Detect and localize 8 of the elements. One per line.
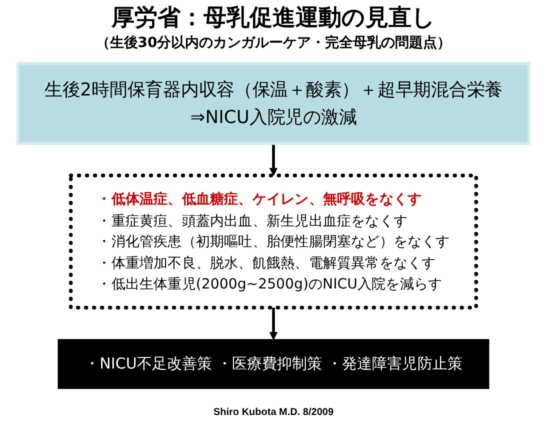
title: 厚労省：母乳促進運動の見直し	[112, 4, 436, 32]
author-credit: Shiro Kubota M.D. 8/2009	[213, 407, 334, 418]
node-box: ・NICU不足改善策 ・医療費抑制策 ・発達障害児防止策	[58, 339, 490, 389]
node-box: 生後2時間保育器内収容（保温＋酸素）＋超早期混合栄養 ⇒NICU入院児の激減	[16, 62, 530, 145]
subtitle: （生後30分以内のカンガルーケア・完全母乳の問題点）	[96, 34, 452, 52]
arrow	[269, 143, 278, 176]
arrow	[269, 308, 278, 340]
node-box: ・低体温症、低血糖症、ケイレン、無呼吸をなくす ・重症黄疸、頭蓋内出血、新生児出血症をなくす ・消化管疾患（初期嘔吐、胎便性腸閉塞など）をなくす ・体重増加不良、脱水、飢餓熱、電解質異常をなくす ・低出生体重児(2000g~2500g)のNICU入院を減らす	[68, 174, 478, 310]
